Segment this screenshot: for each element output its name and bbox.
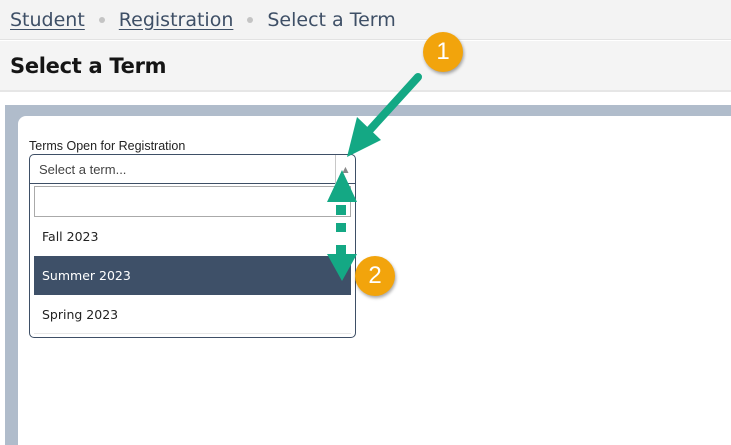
term-select-dropdown[interactable]: Select a term... ▲ Fall 2023 Summer 2023… — [29, 154, 356, 338]
breadcrumb-separator — [98, 16, 105, 23]
page-header: Select a Term — [0, 41, 731, 92]
page-title: Select a Term — [10, 53, 167, 78]
chevron-up-icon: ▲ — [342, 165, 349, 174]
dropdown-toggle[interactable]: ▲ — [335, 155, 355, 184]
step-1-badge: 1 — [423, 32, 463, 72]
term-search-input[interactable] — [34, 186, 351, 217]
step-2-badge: 2 — [355, 256, 395, 296]
term-select-label: Terms Open for Registration — [29, 139, 186, 153]
breadcrumb-separator — [247, 16, 254, 23]
breadcrumb-student-link[interactable]: Student — [10, 8, 85, 31]
breadcrumb-registration-link[interactable]: Registration — [118, 8, 234, 31]
term-options-list: Fall 2023 Summer 2023 Spring 2023 — [34, 217, 351, 334]
breadcrumb-current: Select a Term — [267, 8, 396, 31]
term-option-spring-2023[interactable]: Spring 2023 — [34, 295, 351, 334]
term-select-value[interactable]: Select a term... — [30, 155, 355, 184]
breadcrumb: Student Registration Select a Term — [0, 0, 731, 40]
term-option-summer-2023[interactable]: Summer 2023 — [34, 256, 351, 295]
term-option-fall-2023[interactable]: Fall 2023 — [34, 217, 351, 256]
